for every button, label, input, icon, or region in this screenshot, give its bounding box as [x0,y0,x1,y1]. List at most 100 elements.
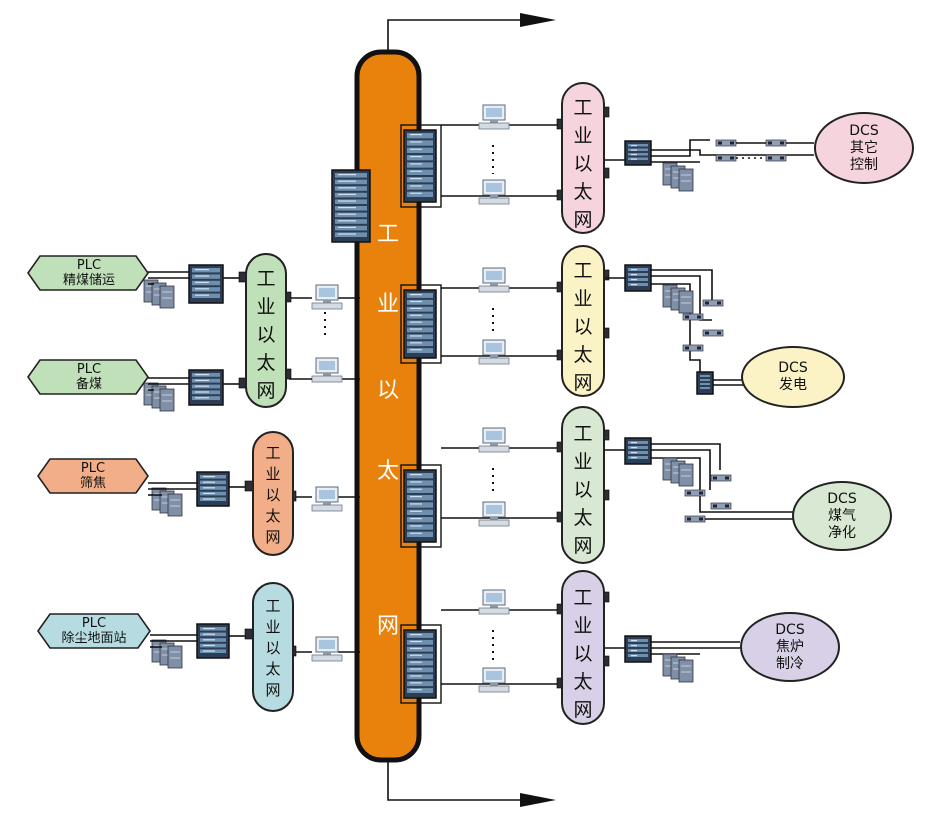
dcs-node-gas-purify: DCS 煤气 净化 [792,481,892,551]
rack-unit-light [203,476,215,478]
hub-port [705,331,709,335]
base-unit [478,197,510,205]
rack-unit-light [338,193,356,195]
computer-icon [478,667,510,693]
dcs-node-name: 其它 [850,139,878,156]
rack-unit [407,147,433,153]
hub-port [713,504,717,508]
plc-node-label: PLC 筛焦 [38,461,148,491]
rack-unit-light [631,640,637,642]
hub-body [684,489,706,497]
backbone-tap-rack-icon [403,289,437,359]
backbone-label-char: 业 [376,292,399,317]
rack-unit-light [338,180,356,182]
plc-node-coal-prep [27,359,149,395]
computer-icon [311,284,343,310]
dcs-node-coke-oven: DCS 焦炉 制冷 [740,612,840,682]
ethernet-capsule-right-4: 工 业 以 太 网 [561,570,605,725]
rack-unit [407,313,433,319]
rack-unit-light [203,492,215,494]
capsule-label: 工 业 以 太 网 [573,97,593,231]
rack-unit-light [410,294,422,296]
arrow-head-icon [520,793,556,807]
computer-icon [478,104,510,130]
rack-unit [407,480,433,486]
backbone-label-char: 网 [376,614,399,639]
rack-unit-light [195,281,209,283]
base-unit [478,445,510,453]
screen [319,490,335,499]
dcs-node-name: 控制 [850,156,878,173]
hub-port [699,517,703,521]
rack-unit-light [631,149,637,151]
computer-icon [311,357,343,383]
switch-icon [624,437,652,465]
computer-icon [478,427,510,453]
rack-unit-light [203,481,215,483]
rack-unit-light [338,233,356,235]
rack-unit [628,441,648,444]
plc-node-name: 精煤储运 [62,273,115,288]
rack-unit [407,495,433,501]
rack-unit [628,451,648,454]
rack-unit [407,327,433,333]
rack-unit-light [410,156,422,158]
dcs-node-name: 净化 [828,524,856,541]
capsule-label: 工 业 以 太 网 [573,587,593,721]
server-box [678,290,694,314]
hub-icon [702,299,724,307]
switch-icon [196,471,230,507]
backbone-label-char: 太 [376,459,399,484]
rack-frame [400,464,442,548]
connection-line [651,149,814,156]
hub-port [685,315,689,319]
rack-unit-light [410,525,422,527]
rack-unit [628,456,648,459]
backbone-label-char: 工 [376,222,399,247]
backbone-bar [354,49,422,763]
rack-unit-light [410,518,422,520]
rack-unit [407,184,433,190]
rack-unit-light [410,335,422,337]
hub-icon [682,313,704,321]
dcs-node-name: 焦炉 [776,638,804,655]
rack-unit [628,273,648,276]
rack-unit-light [410,654,422,656]
rack-unit-light [631,158,637,160]
hub-port [780,141,784,145]
hub-body [702,299,724,307]
rack-unit [407,681,433,687]
rack-unit [407,306,433,312]
hub-port [780,156,784,160]
rack-unit [335,225,367,231]
base-unit [478,285,510,293]
rack-unit-light [203,487,215,489]
connection-line [651,139,710,157]
rack-frame [400,624,442,704]
rack-unit [628,268,648,271]
rack-unit [407,348,433,353]
capsule-label: 工 业 以 太 网 [256,268,276,402]
plc-node-name: 除尘地面站 [61,631,127,646]
rack-unit-light [203,498,215,500]
stand [490,517,498,520]
backbone-tap-rack-icon [403,629,437,699]
switch-icon [624,264,652,292]
plc-node-type: PLC [76,362,102,377]
base-unit [311,302,343,310]
rack-unit [407,502,433,508]
rack-unit [628,649,648,652]
server-box [678,168,694,192]
rack-unit-light [410,170,422,172]
screen [319,361,335,370]
rack-unit-light [410,689,422,691]
rack-unit [628,278,648,281]
rack-unit [628,148,648,151]
server-icon [662,284,694,314]
plc-node-name: 备煤 [75,377,102,392]
base-unit [478,122,510,130]
backbone-arrow-line [387,760,520,801]
server-icon [696,371,714,395]
screen [319,640,335,649]
backbone-core-rack-icon [331,169,371,243]
